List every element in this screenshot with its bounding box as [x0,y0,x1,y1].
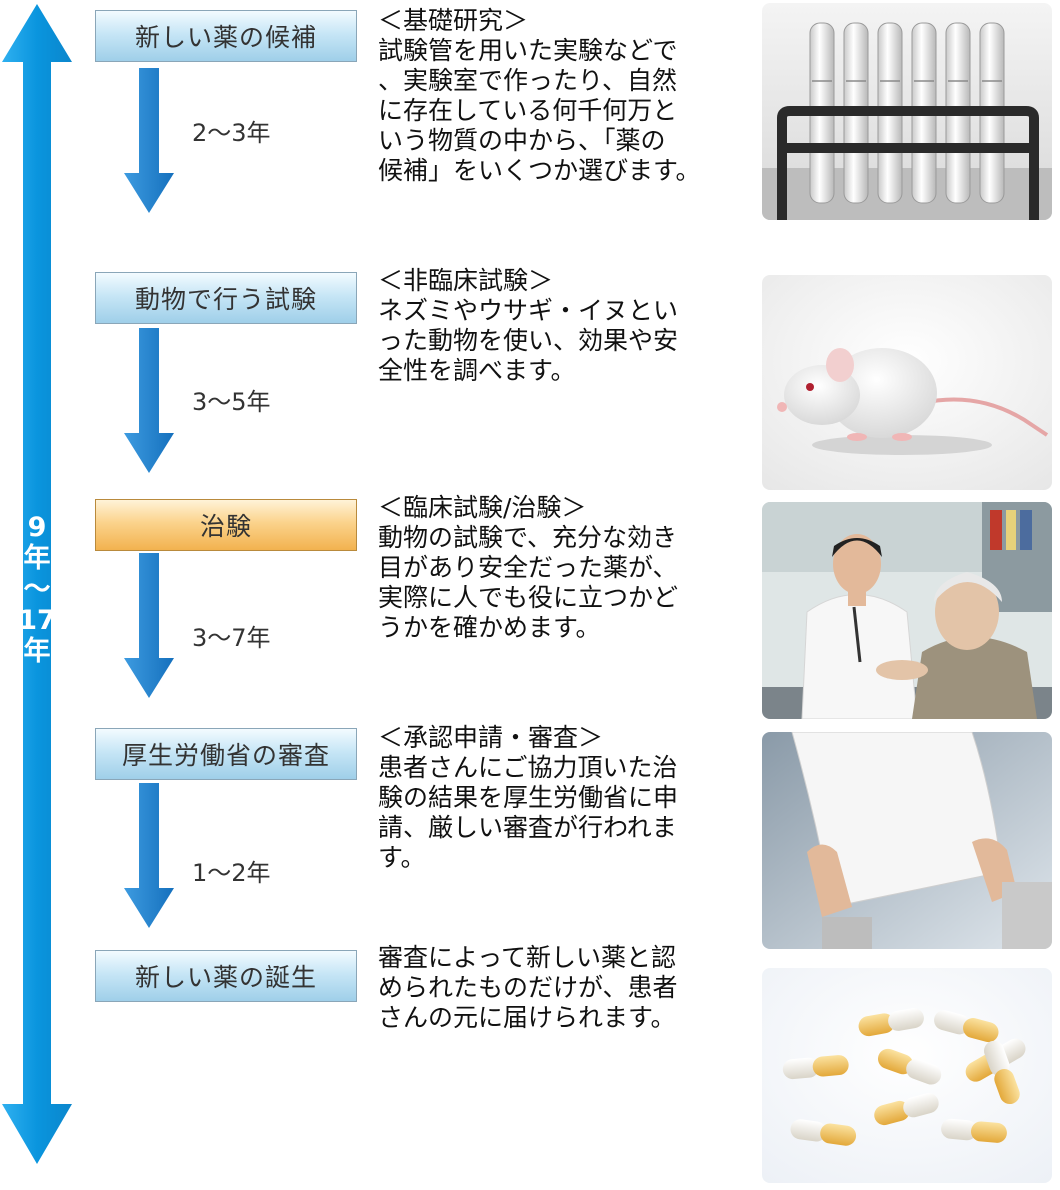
total-duration-arrow [2,4,72,1164]
stage-arrow-down [124,328,174,473]
stage-arrow-down [124,783,174,928]
stage-box-ministry-review: 厚生労働省の審査 [95,728,357,780]
stage-description-clinical: ＜臨床試験/治験＞ 動物の試験で、充分な効き 目があり安全だった薬が、 実際に人… [378,493,679,642]
stage-duration: 3〜5年 [192,388,271,416]
stage-duration: 2〜3年 [192,119,271,147]
stage-description-basic-research: ＜基礎研究＞ 試験管を用いた実験などで 、実験室で作ったり、自然 に存在している… [378,6,701,185]
test-tubes-photo [762,3,1052,220]
total-duration-label: 9 年 〜 17 年 [18,512,56,667]
document-review-photo [762,732,1052,949]
capsules-photo [762,968,1052,1183]
stage-description-nonclinical: ＜非臨床試験＞ ネズミやウサギ・イヌとい った動物を使い、効果や安 全性を調べま… [378,266,679,385]
stage-box-candidate: 新しい薬の候補 [95,10,357,62]
stage-description-approval: ＜承認申請・審査＞ 患者さんにご協力頂いた治 験の結果を厚生労働省に申 請、厳し… [378,723,679,872]
stage-description-birth: 審査によって新しい薬と認 められたものだけが、患者 さんの元に届けられます。 [378,943,678,1032]
stage-arrow-down [124,68,174,213]
stage-duration: 1〜2年 [192,859,271,887]
stage-box-clinical-trial: 治験 [95,499,357,551]
mouse-photo [762,275,1052,490]
doctor-and-patient-photo [762,502,1052,719]
stage-arrow-down [124,553,174,698]
stage-duration: 3〜7年 [192,624,271,652]
stage-box-new-drug-birth: 新しい薬の誕生 [95,950,357,1002]
stage-box-animal-test: 動物で行う試験 [95,272,357,324]
